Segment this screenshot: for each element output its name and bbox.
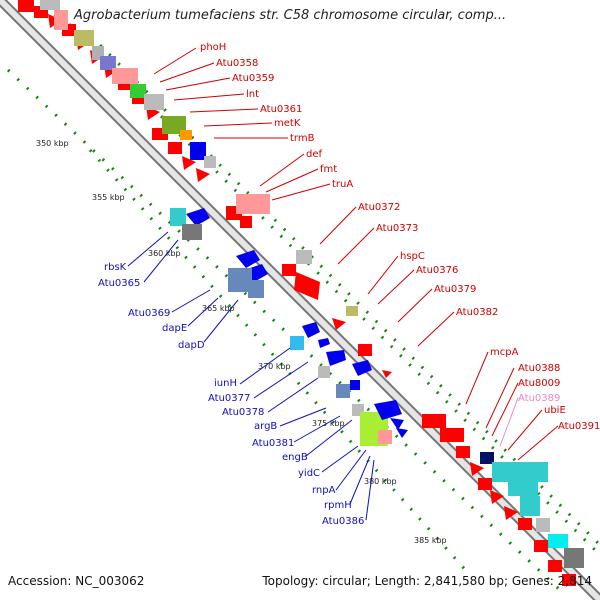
scale-label-380: 380 kbp	[364, 477, 397, 486]
gene-label-ubiE: ubiE	[544, 405, 566, 416]
gene-label-Atu0358: Atu0358	[216, 58, 258, 69]
gene-label-fmt: fmt	[320, 164, 337, 175]
gene-label-dapE: dapE	[162, 323, 187, 334]
gene-label-mcpA: mcpA	[490, 347, 519, 358]
gene-label-Atu0379: Atu0379	[434, 284, 476, 295]
map-title: Agrobacterium tumefaciens str. C58 chrom…	[74, 8, 507, 23]
scale-label-360: 360 kbp	[148, 249, 181, 258]
gene-label-dapD: dapD	[178, 340, 205, 351]
gene-label-truA: truA	[332, 179, 353, 190]
gene-label-Atu8009: Atu8009	[518, 378, 560, 389]
forward-gene-label-text: phoH Atu0358 Atu0359 lnt Atu0361 metK tr…	[200, 42, 600, 432]
scale-label-370: 370 kbp	[258, 362, 291, 371]
gene-label-Atu0377: Atu0377	[208, 393, 250, 404]
gene-label-Atu0369: Atu0369	[128, 308, 170, 319]
scale-label-355: 355 kbp	[92, 193, 125, 202]
gene-label-Atu0381: Atu0381	[252, 438, 294, 449]
gene-label-Atu0359: Atu0359	[232, 73, 274, 84]
gene-label-lnt: lnt	[246, 89, 259, 100]
gene-label-Atu0386: Atu0386	[322, 516, 364, 527]
gene-label-rpmH: rpmH	[324, 500, 352, 511]
gene-label-Atu0361: Atu0361	[260, 104, 302, 115]
gene-label-Atu0389: Atu0389	[518, 393, 560, 404]
reverse-gene-label-text: rbsK Atu0365 Atu0369 dapE dapD iunH Atu0…	[98, 262, 364, 527]
gene-label-iunH: iunH	[214, 378, 237, 389]
scale-labels: 350 kbp 355 kbp 360 kbp 365 kbp 370 kbp …	[36, 139, 447, 545]
gene-label-def: def	[306, 149, 323, 160]
gene-label-rnpA: rnpA	[312, 485, 336, 496]
gene-label-Atu0376: Atu0376	[416, 265, 458, 276]
scale-label-385: 385 kbp	[414, 536, 447, 545]
gene-label-Atu0373: Atu0373	[376, 223, 418, 234]
reverse-strand-genes	[170, 208, 408, 446]
highlight-blocks	[40, 0, 584, 568]
gene-label-Atu0388: Atu0388	[518, 363, 560, 374]
scale-label-365: 365 kbp	[202, 304, 235, 313]
gene-label-Atu0382: Atu0382	[456, 307, 498, 318]
gene-label-engB: engB	[282, 452, 308, 463]
gene-label-hspC: hspC	[400, 251, 425, 262]
gene-label-Atu0372: Atu0372	[358, 202, 400, 213]
gene-label-Atu0378: Atu0378	[222, 407, 264, 418]
forward-gene-labels	[153, 47, 559, 461]
gene-label-Atu0365: Atu0365	[98, 278, 140, 289]
gene-label-yidC: yidC	[298, 468, 320, 479]
accession-label: Accession: NC_003062	[8, 574, 145, 588]
gene-label-Atu0391: Atu0391	[558, 421, 600, 432]
gene-label-argB: argB	[254, 421, 277, 432]
genome-summary: Topology: circular; Length: 2,841,580 bp…	[262, 574, 592, 588]
gene-label-phoH: phoH	[200, 42, 226, 53]
scale-label-350: 350 kbp	[36, 139, 69, 148]
gene-label-metK: metK	[274, 118, 301, 129]
gene-label-rbsK: rbsK	[104, 262, 127, 273]
gene-label-trmB: trmB	[290, 133, 315, 144]
scale-label-375: 375 kbp	[312, 419, 345, 428]
reverse-gene-labels	[127, 231, 375, 521]
